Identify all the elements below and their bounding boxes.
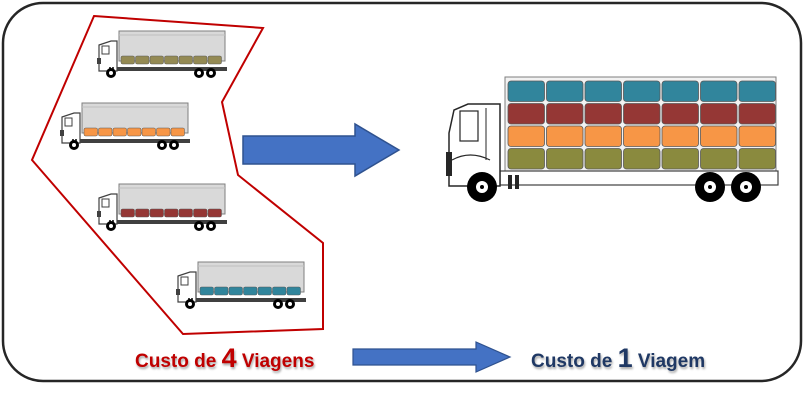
cargo-block (272, 286, 287, 296)
small-trucks (59, 30, 307, 310)
cargo-block (661, 80, 699, 102)
cargo-block (98, 127, 113, 137)
cargo-block (507, 125, 545, 147)
cargo-block (164, 208, 179, 218)
cargo-block (700, 148, 738, 170)
cargo-block (661, 103, 699, 125)
cargo-block (112, 127, 127, 137)
bottom-arrow (352, 341, 512, 373)
cargo-block (661, 148, 699, 170)
caption-four-trips: Custo de 4 Viagens (135, 341, 314, 375)
cargo-block (120, 55, 135, 65)
cargo-block (193, 55, 208, 65)
small-truck (175, 261, 307, 310)
cargo-block (546, 125, 584, 147)
cargo-block (546, 103, 584, 125)
cargo-block (623, 125, 661, 147)
cargo-block (156, 127, 171, 137)
cargo-block (127, 127, 142, 137)
cargo-block (700, 80, 738, 102)
caption-right-number: 1 (617, 343, 633, 373)
cargo-block (286, 286, 301, 296)
small-truck (59, 102, 191, 151)
cargo-block (83, 127, 98, 137)
cargo-block (738, 103, 776, 125)
cargo-block (135, 208, 150, 218)
small-truck (96, 183, 228, 232)
cargo-block (507, 103, 545, 125)
small-truck (96, 30, 228, 79)
cargo-block (700, 103, 738, 125)
cargo-block (507, 80, 545, 102)
cargo-block (257, 286, 272, 296)
cargo-block (243, 286, 258, 296)
cargo-block (164, 55, 179, 65)
big-truck (446, 76, 779, 202)
caption-right-suffix: Viagem (632, 351, 706, 372)
cargo-block (661, 125, 699, 147)
cargo-block (546, 148, 584, 170)
cargo-block (214, 286, 229, 296)
cargo-block (207, 208, 222, 218)
cargo-block (149, 208, 164, 218)
cargo-block (584, 148, 622, 170)
cargo-block (546, 80, 584, 102)
caption-left-prefix: Custo de (135, 351, 222, 372)
cargo-block (141, 127, 156, 137)
cargo-block (738, 80, 776, 102)
cargo-block (120, 208, 135, 218)
caption-right-prefix: Custo de (531, 351, 618, 372)
big-truck-cargo (507, 80, 776, 170)
cargo-block (135, 55, 150, 65)
transfer-arrow (242, 122, 401, 178)
cargo-block (584, 80, 622, 102)
group-outline (30, 14, 324, 336)
cargo-block (228, 286, 243, 296)
cargo-block (178, 208, 193, 218)
cargo-block (170, 127, 185, 137)
cargo-block (623, 103, 661, 125)
cargo-block (738, 148, 776, 170)
cargo-block (507, 148, 545, 170)
cargo-block (178, 55, 193, 65)
caption-left-number: 4 (221, 343, 237, 373)
cargo-block (149, 55, 164, 65)
cargo-block (700, 125, 738, 147)
cargo-block (623, 80, 661, 102)
cargo-block (199, 286, 214, 296)
cargo-block (738, 125, 776, 147)
cargo-block (207, 55, 222, 65)
caption-left-suffix: Viagens (236, 351, 315, 372)
cargo-block (623, 148, 661, 170)
cargo-block (193, 208, 208, 218)
cargo-block (584, 103, 622, 125)
caption-one-trip: Custo de 1 Viagem (531, 341, 705, 375)
cargo-block (584, 125, 622, 147)
